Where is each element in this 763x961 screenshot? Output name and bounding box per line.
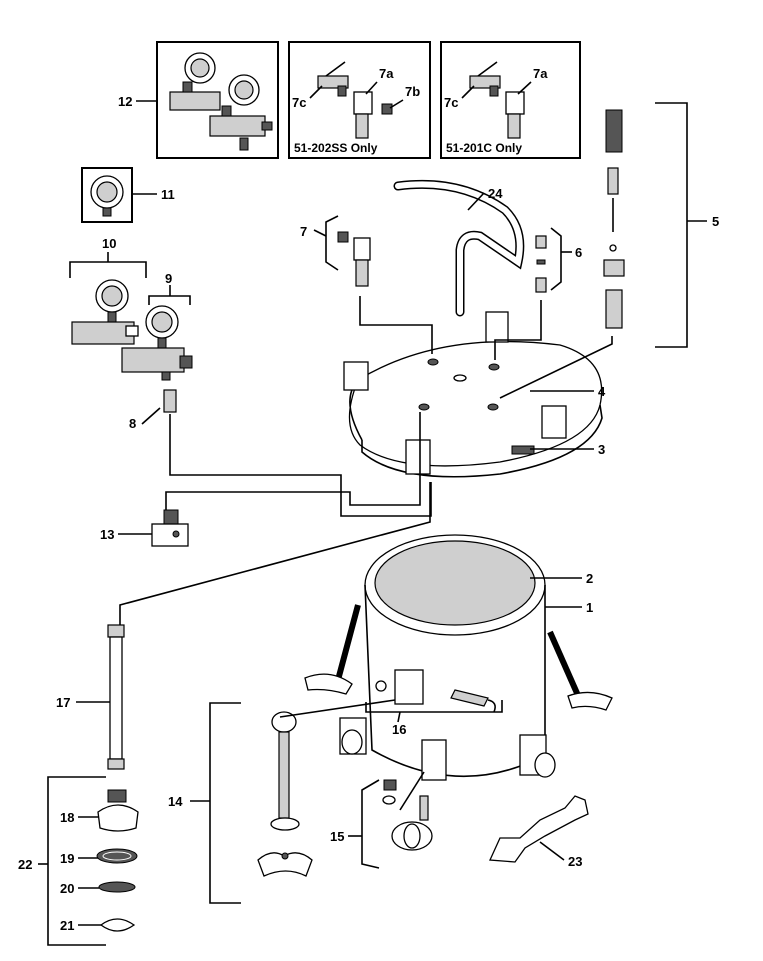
callout-13: 13 <box>100 527 114 542</box>
leader-lines <box>38 100 707 946</box>
inset-caption-51-201c: 51-201C Only <box>446 141 522 155</box>
callout-24: 24 <box>488 186 503 201</box>
part-18-foot <box>97 789 139 832</box>
callout-4: 4 <box>598 384 606 399</box>
callout-14: 14 <box>168 794 183 809</box>
callout-11: 11 <box>161 187 175 202</box>
callout-12: 12 <box>118 94 132 109</box>
part-6-valve <box>535 235 547 293</box>
part-17-pickup-tube <box>107 624 125 770</box>
part-19-screen <box>96 848 138 864</box>
callout-21: 21 <box>60 918 74 933</box>
callout-23: 23 <box>568 854 582 869</box>
lid <box>343 311 603 478</box>
inset-caption-51-202ss: 51-202SS Only <box>294 141 378 155</box>
callout-8: 8 <box>129 416 136 431</box>
callout-10: 10 <box>102 236 116 251</box>
callout-6: 6 <box>575 245 582 260</box>
part-13-fitting <box>151 509 189 547</box>
part-21-clip <box>99 918 136 932</box>
callout-3: 3 <box>598 442 605 457</box>
part-23-wrench <box>489 795 589 863</box>
regulator-assembly <box>71 279 193 413</box>
callout-labels: 12 11 10 9 8 7 6 5 24 4 3 2 1 13 17 18 1… <box>18 66 719 933</box>
callout-7a-ss: 7a <box>379 66 394 81</box>
callout-7c-ss: 7c <box>292 95 306 110</box>
callout-7c-c: 7c <box>444 95 458 110</box>
callout-16: 16 <box>392 722 406 737</box>
part-14-clamp-bolt <box>257 711 313 877</box>
part-20-gasket <box>98 881 136 893</box>
part-7-fitting <box>337 231 371 287</box>
callout-19: 19 <box>60 851 74 866</box>
part-24-tube <box>393 179 525 317</box>
callout-2: 2 <box>586 571 593 586</box>
callout-9: 9 <box>165 271 172 286</box>
inset-leader-lines <box>309 81 532 109</box>
callout-1: 1 <box>586 600 593 615</box>
inset-box-12 <box>156 41 279 159</box>
callout-17: 17 <box>56 695 70 710</box>
callout-18: 18 <box>60 810 74 825</box>
callout-15: 15 <box>330 829 344 844</box>
inset-box-51-201c: 51-201C Only <box>440 41 581 159</box>
part-15-caster <box>382 779 433 851</box>
callout-5: 5 <box>712 214 719 229</box>
inset-box-11 <box>81 167 133 223</box>
inset-box-51-202ss: 51-202SS Only <box>288 41 431 159</box>
callout-22: 22 <box>18 857 32 872</box>
callout-20: 20 <box>60 881 74 896</box>
callout-7a-c: 7a <box>533 66 548 81</box>
callout-7b: 7b <box>405 84 420 99</box>
pot-body <box>304 534 613 781</box>
callout-7: 7 <box>300 224 307 239</box>
part-5-safety-valve <box>603 109 625 329</box>
